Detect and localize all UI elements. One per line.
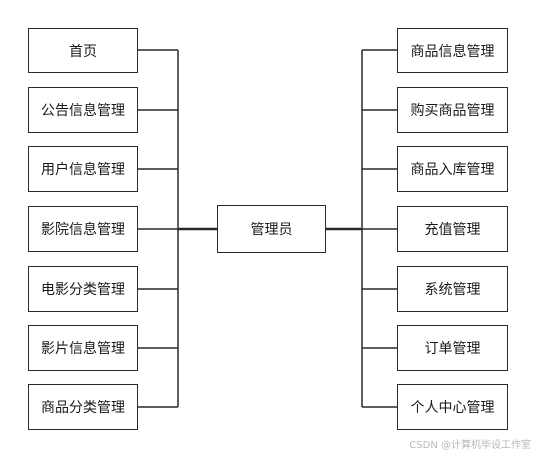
- left-node-product-category-management: 商品分类管理: [28, 384, 138, 430]
- watermark-text: CSDN @计算机毕设工作室: [409, 440, 531, 451]
- right-node-personal-center-management: 个人中心管理: [397, 384, 508, 430]
- right-node-purchase-management: 购买商品管理: [397, 87, 508, 133]
- left-node-movie-category-management: 电影分类管理: [28, 266, 138, 312]
- center-node-admin: 管理员: [217, 205, 326, 253]
- left-node-film-info-management: 影片信息管理: [28, 325, 138, 371]
- left-node-home: 首页: [28, 28, 138, 73]
- left-node-user-management: 用户信息管理: [28, 146, 138, 192]
- right-node-product-info-management: 商品信息管理: [397, 28, 508, 73]
- right-node-stock-in-management: 商品入库管理: [397, 146, 508, 192]
- left-node-cinema-management: 影院信息管理: [28, 206, 138, 252]
- right-node-recharge-management: 充值管理: [397, 206, 508, 252]
- right-node-system-management: 系统管理: [397, 266, 508, 312]
- right-node-order-management: 订单管理: [397, 325, 508, 371]
- left-node-announcement-management: 公告信息管理: [28, 87, 138, 133]
